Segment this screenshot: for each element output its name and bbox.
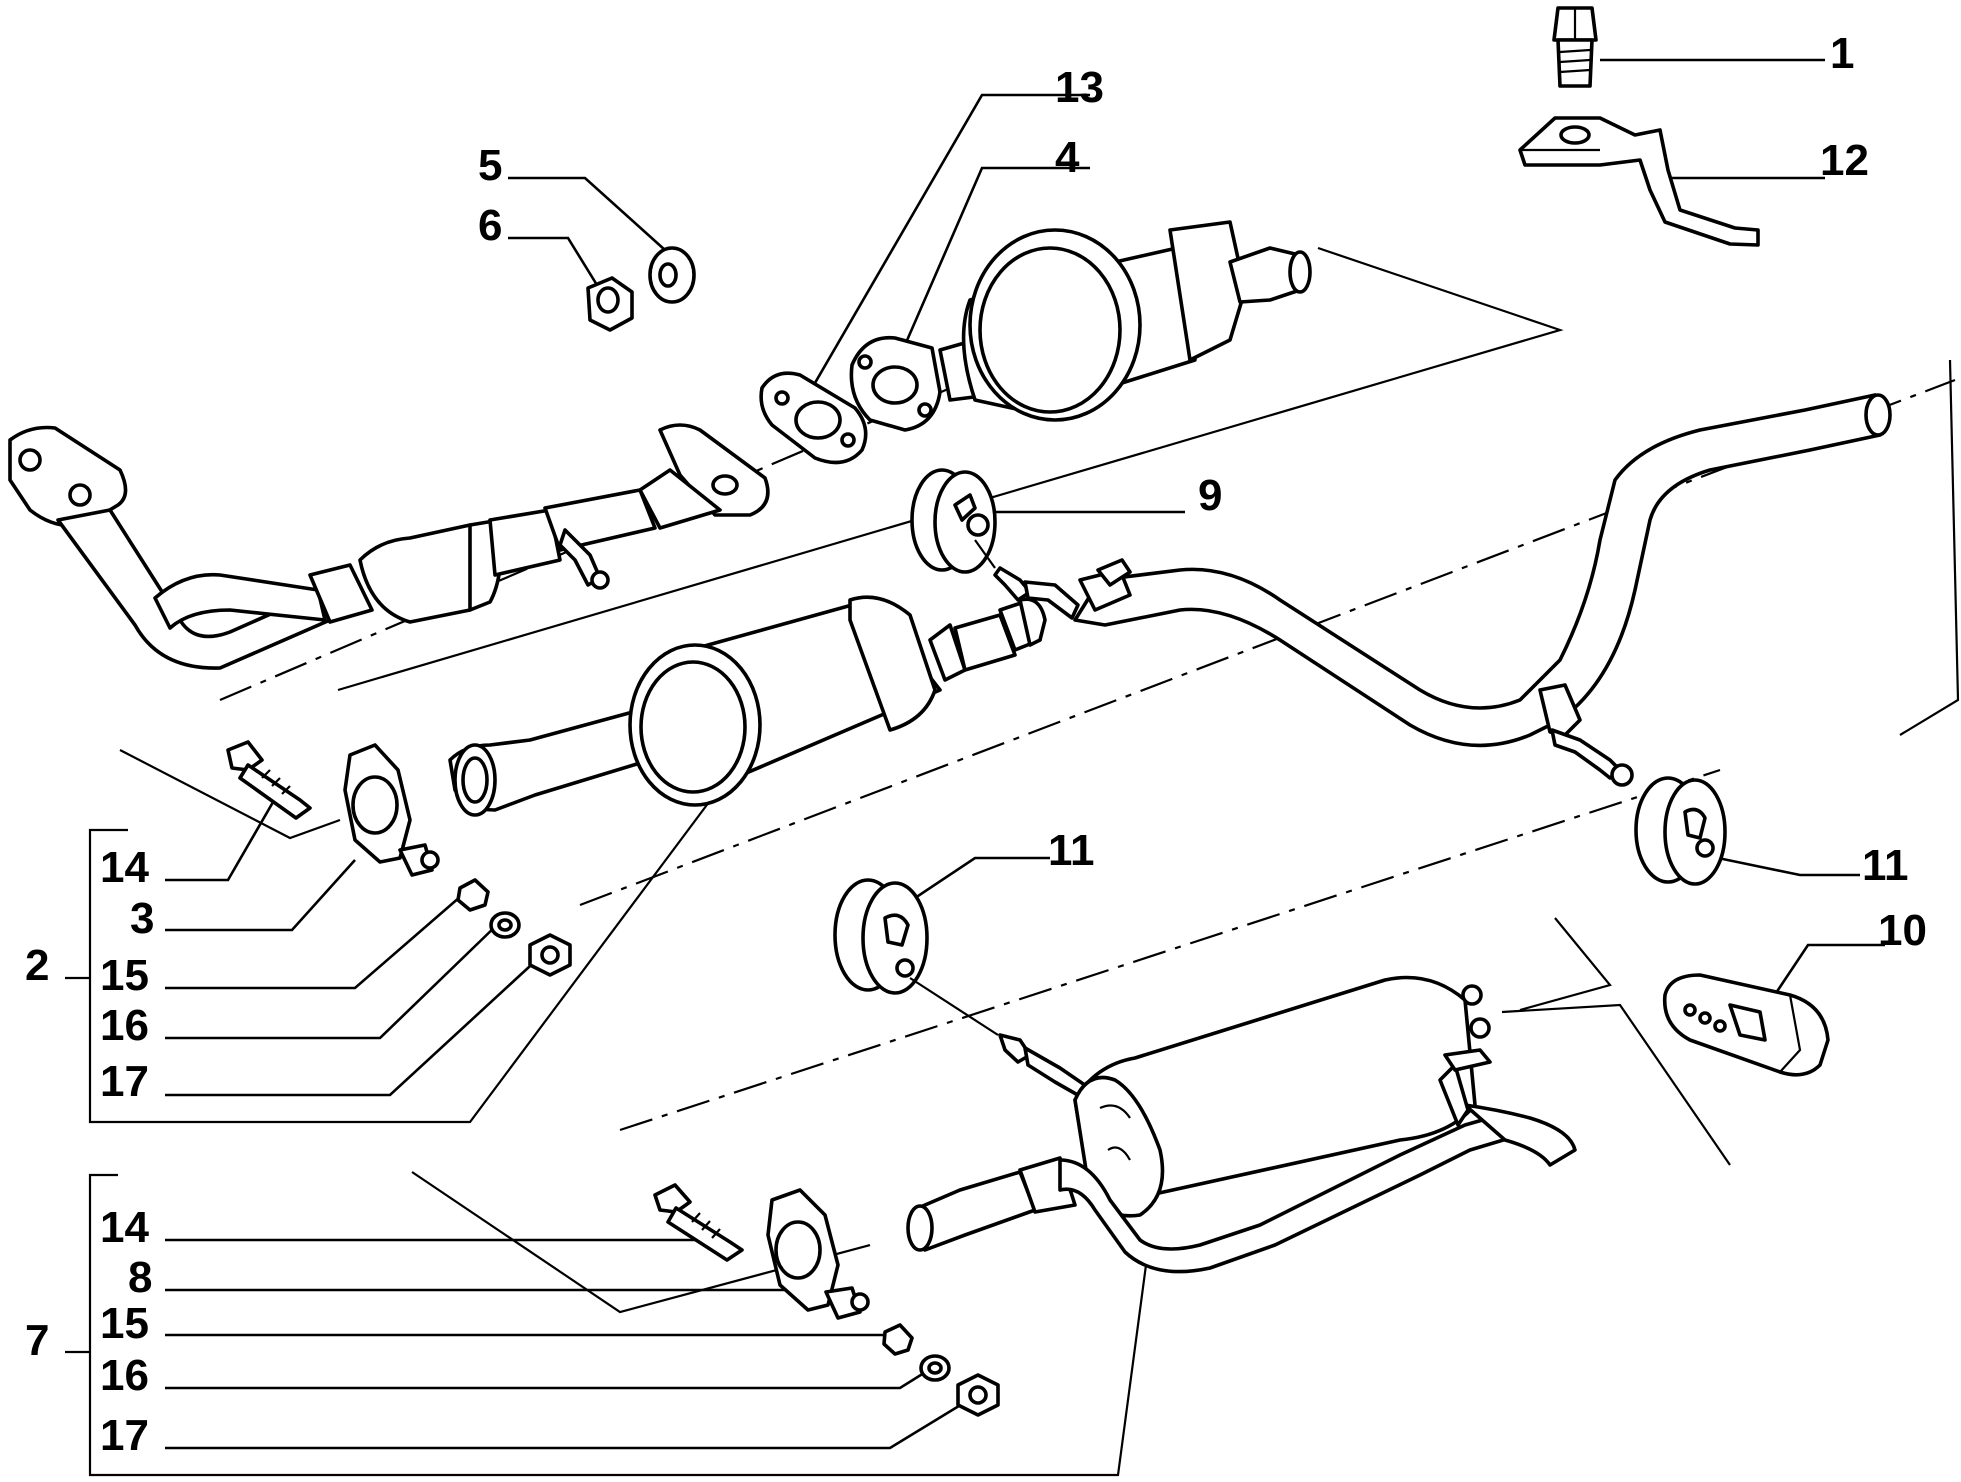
rear-muffler-assembly: [906, 975, 1577, 1274]
lower-hardware: [653, 1183, 1000, 1417]
rubber-mount-part-11-right: [1634, 776, 1727, 886]
label-15-upper: 15: [100, 951, 149, 1000]
label-16-upper: 16: [100, 1001, 149, 1050]
upper-hardware: [226, 740, 572, 977]
label-9: 9: [1198, 471, 1222, 520]
label-6: 6: [478, 201, 502, 250]
label-14-upper: 14: [100, 843, 149, 892]
nut-part-6: [586, 276, 634, 332]
rubber-mount-part-9: [910, 468, 1080, 620]
label-8: 8: [128, 1253, 152, 1302]
label-11-left: 11: [1048, 826, 1095, 875]
label-14-lower: 14: [100, 1203, 149, 1252]
label-12: 12: [1820, 136, 1869, 185]
leader-lines: [65, 58, 1885, 1477]
label-13: 13: [1055, 63, 1104, 112]
label-10: 10: [1878, 906, 1927, 955]
bracket-part-12: [1518, 116, 1760, 247]
label-17-lower: 17: [100, 1411, 149, 1460]
label-1: 1: [1830, 29, 1854, 78]
label-11-right: 11: [1862, 841, 1909, 890]
label-15-lower: 15: [100, 1299, 149, 1348]
bolt-part-1: [1552, 6, 1598, 88]
label-16-lower: 16: [100, 1351, 149, 1400]
washer-part-5: [648, 246, 696, 304]
label-4: 4: [1055, 133, 1080, 182]
rubber-mount-part-10: [1662, 973, 1830, 1077]
label-5: 5: [478, 141, 502, 190]
label-17-upper: 17: [100, 1057, 149, 1106]
part-labels: 1 12 13 4 5 6 9 11 11 10 2 14 3 15 16 17…: [25, 29, 1927, 1460]
front-pipe-assembly: [8, 423, 770, 670]
catalytic-converter-part-4: [849, 220, 1312, 432]
rubber-mount-part-11-left: [833, 878, 1097, 1104]
label-2: 2: [25, 941, 49, 990]
intermediate-pipe: [1073, 393, 1892, 787]
central-muffler-assembly: [448, 595, 1047, 817]
label-3: 3: [130, 894, 154, 943]
label-7: 7: [25, 1316, 49, 1365]
gasket-part-13: [759, 371, 868, 465]
